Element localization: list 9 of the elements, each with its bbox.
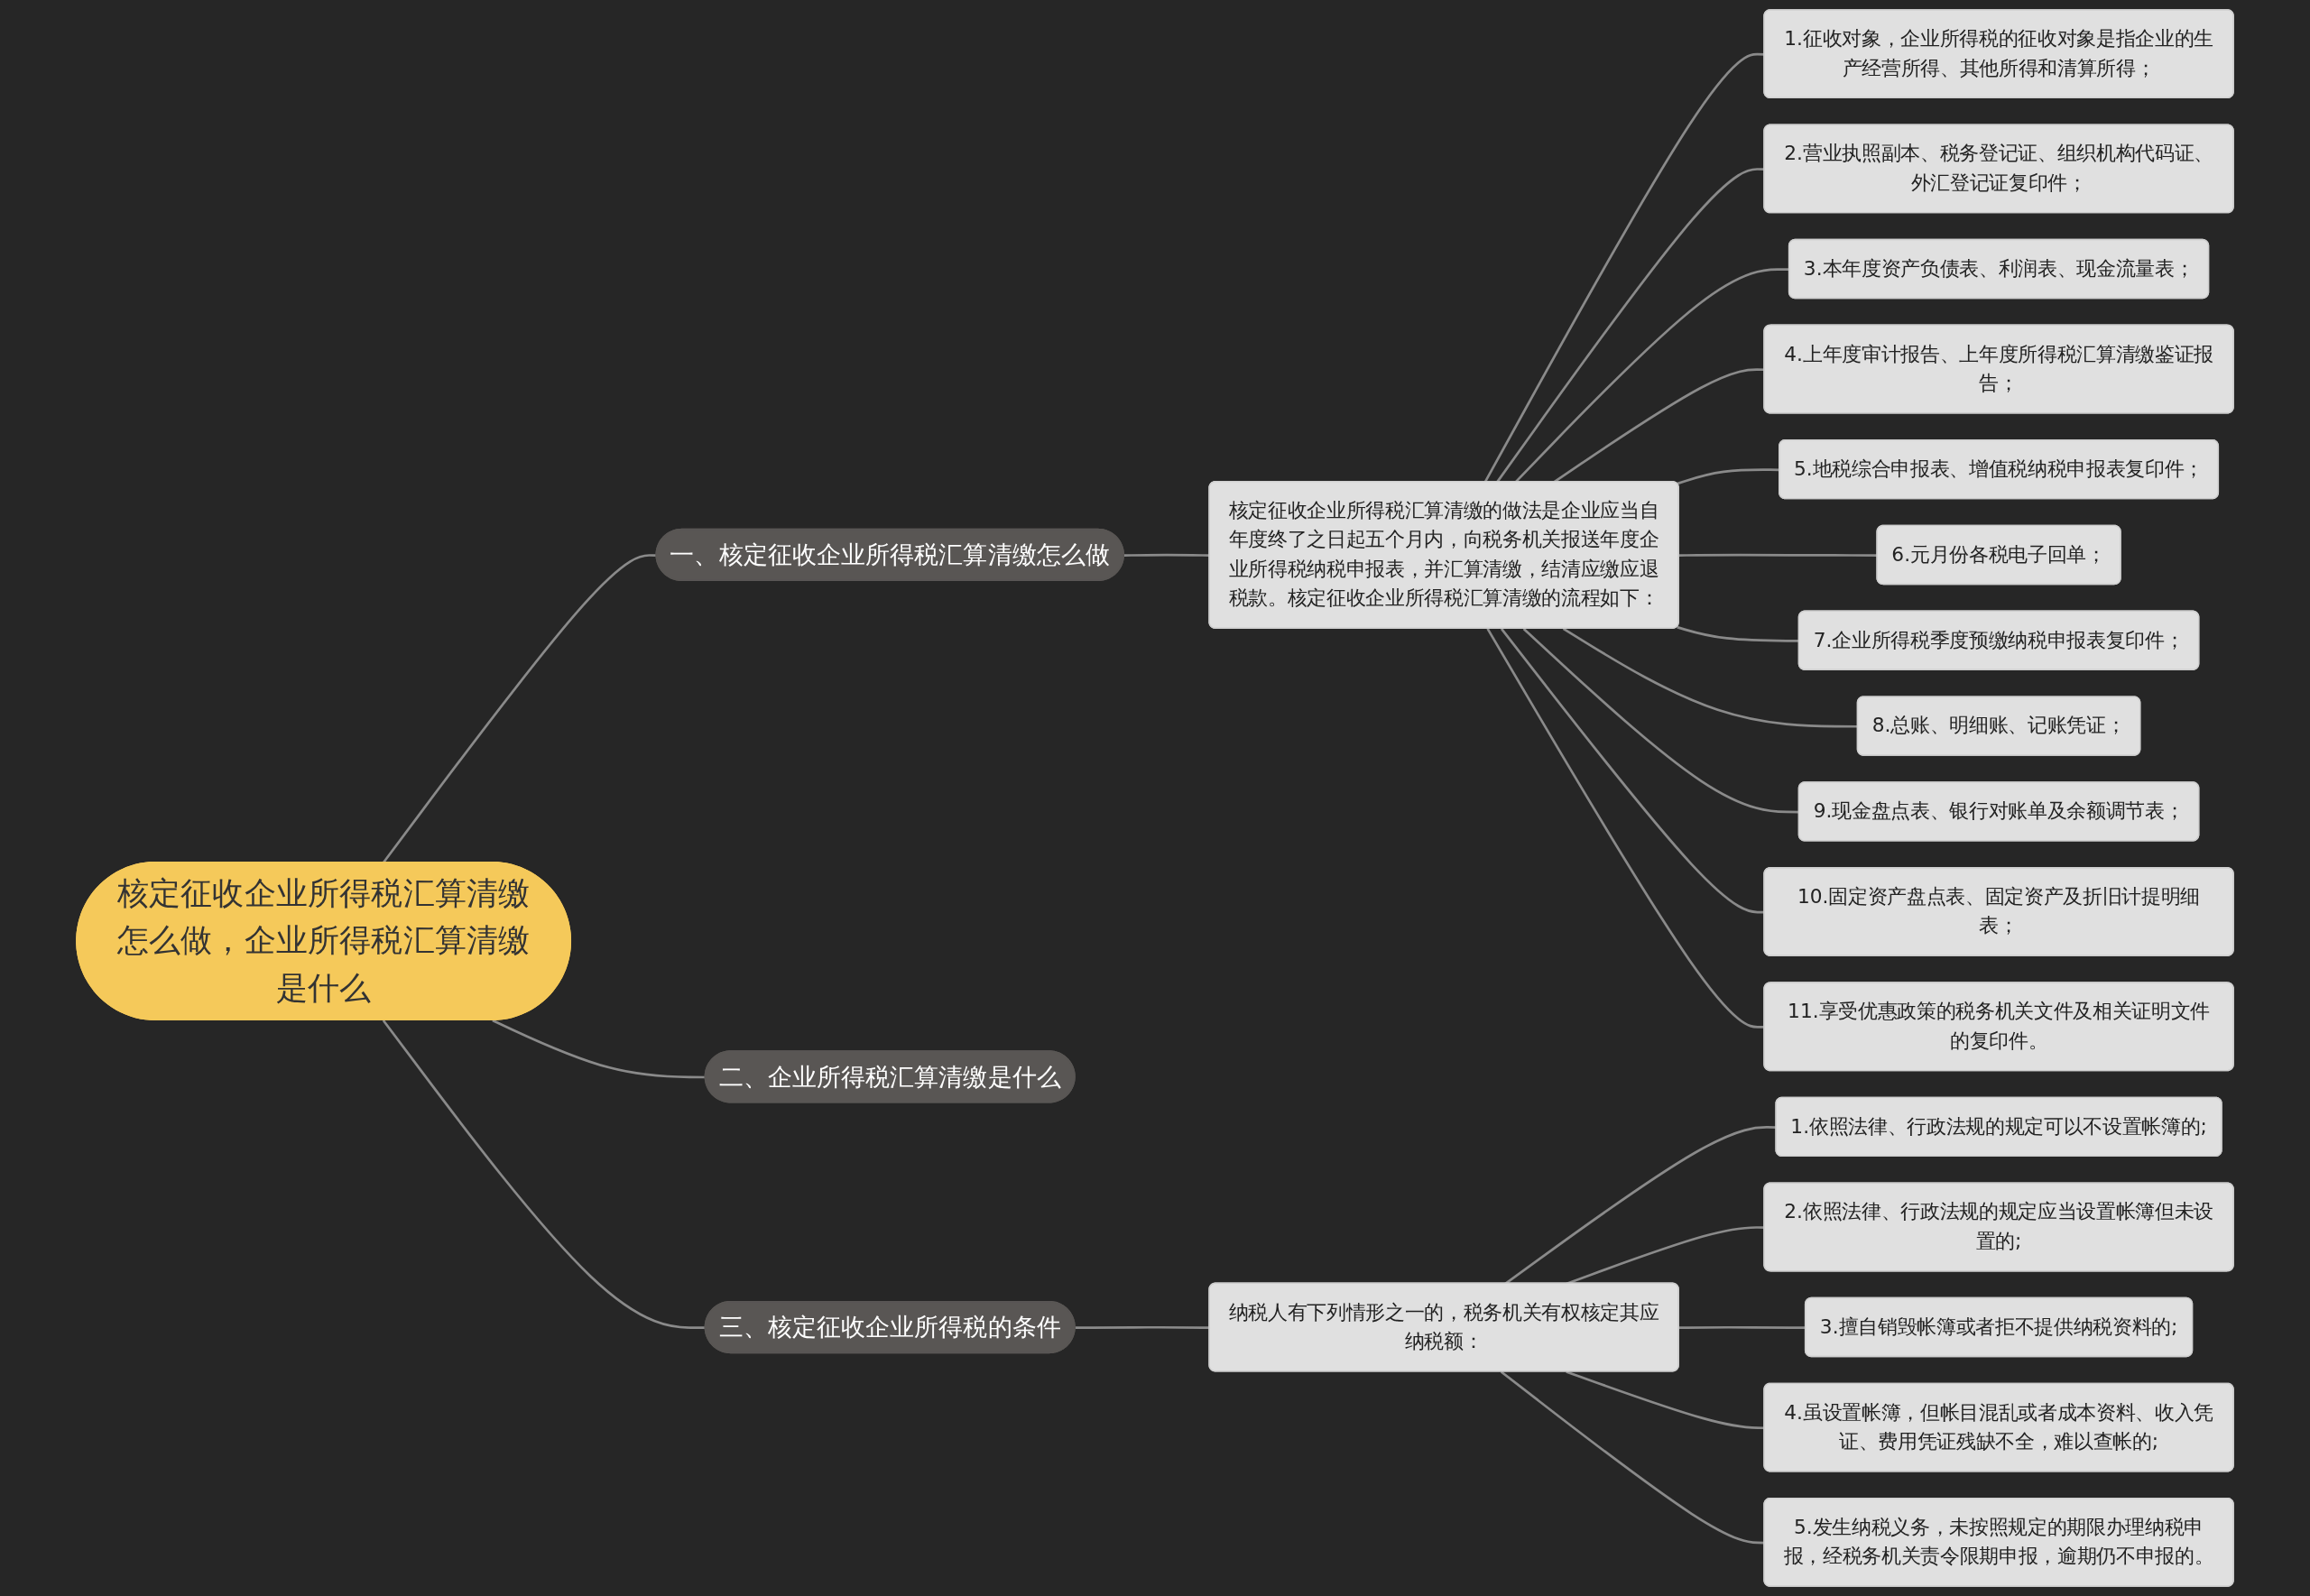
connector [1075, 1325, 1210, 1330]
connector [1500, 628, 1765, 914]
connector [1678, 553, 1878, 557]
connector [1486, 628, 1765, 1029]
connector [1566, 1370, 1765, 1430]
connector [1500, 1370, 1765, 1545]
connector [1123, 553, 1210, 557]
connector [1504, 1126, 1777, 1285]
connector [1483, 52, 1765, 483]
